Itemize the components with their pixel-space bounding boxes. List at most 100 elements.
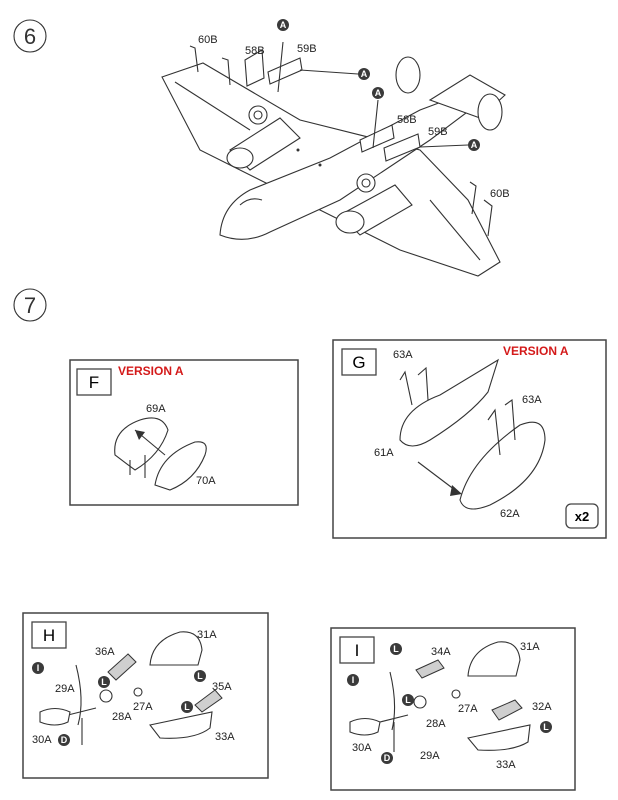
svg-text:A: A <box>471 140 478 150</box>
part-27a <box>133 687 143 697</box>
part-34a <box>415 659 445 679</box>
callout-marker-icon: D <box>381 752 393 764</box>
part-69a <box>114 417 169 471</box>
part-60b-right-a <box>469 181 477 215</box>
wing-panel-lines <box>174 81 481 261</box>
part-58b-right <box>359 124 395 153</box>
panel-i: I 34A 31A 28A 27A 32A 30A 29A 33A L I L … <box>330 627 576 791</box>
callout-marker-icon: L <box>181 701 193 713</box>
callout-marker-icon: L <box>194 670 206 682</box>
part-31a <box>467 641 521 677</box>
multiplier-badge <box>565 503 599 529</box>
part-label: 61A <box>374 447 394 459</box>
part-label: 28A <box>112 711 132 723</box>
callout-marker-icon: L <box>390 643 402 655</box>
svg-text:D: D <box>61 735 68 745</box>
part-28a <box>99 689 113 703</box>
part-70a <box>154 441 207 491</box>
callout-marker-icon: I <box>32 662 44 674</box>
part-label: 59B <box>297 43 317 55</box>
part-29a-propeller <box>67 664 97 745</box>
part-label: 58B <box>397 114 417 126</box>
part-label: 31A <box>197 629 217 641</box>
part-label: 60B <box>198 34 218 46</box>
nose-window <box>239 198 263 206</box>
part-label: 59B <box>428 126 448 138</box>
panel-h: H 36A 31A 29A 35A 28A 27A 30A 33A L I L … <box>22 612 269 779</box>
part-33a <box>466 724 531 751</box>
aircraft-drawing <box>161 41 506 277</box>
nacelle-left <box>226 105 301 171</box>
arrow-head-icon <box>135 430 145 440</box>
callout-marker-icon: A <box>358 68 370 80</box>
svg-text:L: L <box>543 722 549 732</box>
part-label: 29A <box>55 683 75 695</box>
svg-text:A: A <box>361 69 368 79</box>
callout-marker-icon: L <box>540 721 552 733</box>
part-60b-right-b <box>483 199 493 237</box>
svg-text:I: I <box>37 663 40 673</box>
part-label: 35A <box>212 681 232 693</box>
part-label: 69A <box>146 403 166 415</box>
step-number-circle-icon <box>13 288 47 322</box>
part-label: 27A <box>458 703 478 715</box>
part-label: 63A <box>522 394 542 406</box>
part-60b-left-b <box>221 57 231 86</box>
part-30a <box>349 717 381 736</box>
part-label: 27A <box>133 701 153 713</box>
part-label: 63A <box>393 349 413 361</box>
nacelle-right <box>335 173 413 236</box>
callout-marker-icon: I <box>347 674 359 686</box>
part-36a <box>107 653 137 681</box>
part-63a-upper <box>399 366 429 406</box>
step-number: 7 <box>24 293 36 318</box>
fuselage-rivet <box>296 148 300 152</box>
part-32a <box>491 699 523 721</box>
panel-g: G VERSION A x2 63A 63A 61A 62A <box>332 339 607 539</box>
part-33a <box>149 711 213 739</box>
step-7: 7 <box>13 288 47 322</box>
panel-letter: G <box>352 353 365 372</box>
svg-text:L: L <box>197 671 203 681</box>
leader-lines <box>277 41 469 149</box>
part-label: 32A <box>532 701 552 713</box>
part-62a <box>459 421 546 510</box>
part-label: 70A <box>196 475 216 487</box>
part-label: 58B <box>245 45 265 57</box>
callout-marker-icon: L <box>98 676 110 688</box>
step-number: 6 <box>24 24 36 49</box>
part-69a-legs <box>129 455 146 478</box>
callout-marker-icon: A <box>372 87 384 99</box>
part-label: 33A <box>496 759 516 771</box>
callout-marker-icon: D <box>58 734 70 746</box>
multiplier-label: x2 <box>575 509 589 524</box>
svg-text:I: I <box>352 675 355 685</box>
panel-letter: F <box>89 373 99 392</box>
svg-text:D: D <box>384 753 391 763</box>
part-label: 62A <box>500 508 520 520</box>
part-label: 34A <box>431 646 451 658</box>
part-label: 28A <box>426 718 446 730</box>
part-label: 36A <box>95 646 115 658</box>
panel-f: F VERSION A 69A 70A <box>69 359 299 506</box>
part-30a <box>39 707 71 726</box>
part-28a <box>413 695 427 709</box>
part-58b-left <box>244 49 265 87</box>
svg-text:L: L <box>184 702 190 712</box>
version-label: VERSION A <box>118 364 184 378</box>
svg-text:A: A <box>280 20 287 30</box>
part-35a <box>194 689 223 713</box>
tail-fin-left <box>395 56 421 94</box>
part-60b-left-a <box>189 45 199 73</box>
part-label: 60B <box>490 188 510 200</box>
part-29a-propeller <box>379 671 409 752</box>
callout-marker-icon: A <box>468 139 480 151</box>
part-label: 30A <box>32 734 52 746</box>
svg-text:L: L <box>405 695 411 705</box>
part-label: 33A <box>215 731 235 743</box>
arrow-head-icon <box>450 485 462 496</box>
part-27a <box>451 689 461 699</box>
fuselage-rivet <box>318 163 322 167</box>
part-31a <box>149 631 203 666</box>
